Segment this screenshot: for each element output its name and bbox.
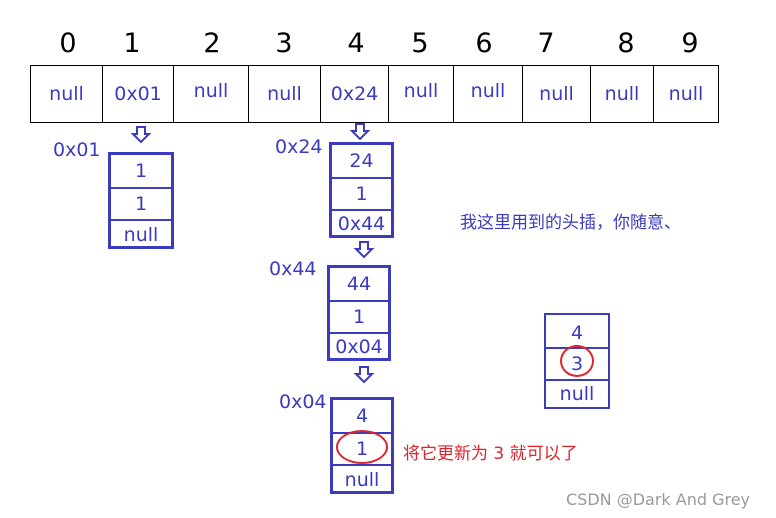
table-cell-9: null [653, 65, 719, 123]
head-insert-note: 我这里用到的头插，你随意、 [460, 213, 681, 233]
node-key: 4 [355, 405, 369, 427]
node-value: 1 [330, 300, 388, 332]
node-key: 1 [134, 160, 148, 182]
node-value: 1 [332, 177, 391, 209]
node-next: null [111, 219, 171, 248]
table-cell-1: 0x01 [102, 65, 174, 123]
node-key: 4 [570, 322, 584, 344]
index-5: 5 [411, 28, 429, 59]
update-note: 将它更新为 3 就可以了 [403, 444, 578, 464]
table-cell-2: null [173, 65, 249, 123]
node-value: 1 [111, 187, 171, 219]
index-0: 0 [59, 28, 77, 59]
node-next: 0x44 [332, 209, 391, 237]
node-next: 0x04 [330, 332, 388, 360]
node-next: null [546, 379, 608, 407]
index-6: 6 [475, 28, 493, 59]
index-2: 2 [203, 28, 221, 59]
table-cell-6: null [453, 65, 523, 123]
arrow-down-icon [349, 123, 371, 141]
node-key: 24 [349, 150, 374, 172]
index-4: 4 [347, 28, 365, 59]
node-next: null [333, 464, 391, 493]
node-address-label: 0x44 [269, 258, 317, 280]
arrow-down-icon [130, 126, 152, 144]
highlight-circle [336, 430, 388, 464]
table-cell-5: null [388, 65, 454, 123]
watermark: CSDN @Dark And Grey [566, 490, 751, 509]
node-address-label: 0x01 [53, 139, 101, 161]
list-node: 44 1 0x04 [327, 265, 391, 361]
index-7: 7 [537, 28, 555, 59]
list-node: 24 1 0x44 [329, 142, 394, 238]
index-3: 3 [275, 28, 293, 59]
arrow-down-icon [353, 366, 375, 384]
node-address-label: 0x04 [279, 391, 327, 413]
index-8: 8 [617, 28, 635, 59]
arrow-down-icon [353, 241, 375, 259]
index-1: 1 [123, 28, 141, 59]
table-cell-7: null [522, 65, 591, 123]
table-cell-0: null [30, 65, 103, 123]
highlight-circle [560, 345, 594, 377]
node-address-label: 0x24 [275, 136, 323, 158]
index-9: 9 [681, 28, 699, 59]
table-cell-8: null [590, 65, 654, 123]
table-cell-4: 0x24 [320, 65, 389, 123]
node-key: 44 [346, 273, 372, 295]
list-node: 1 1 null [108, 152, 174, 249]
table-cell-3: null [248, 65, 321, 123]
